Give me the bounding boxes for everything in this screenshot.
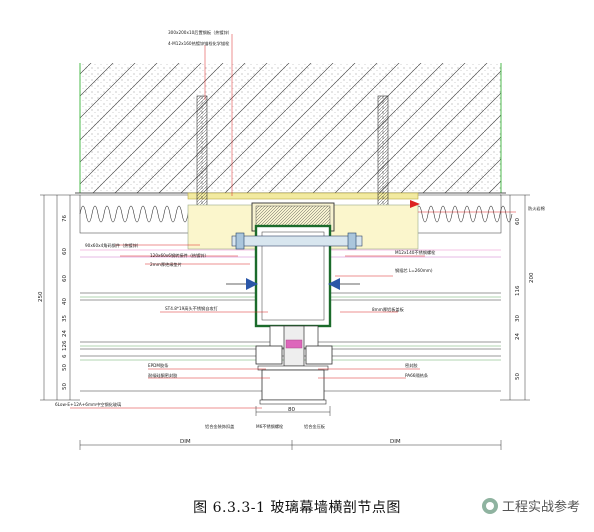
label-gasket: 8mm厚铝板盖板 xyxy=(372,306,405,313)
dim-right-value: 24 xyxy=(515,333,521,340)
left-dimension-lines xyxy=(40,194,80,401)
dim-mullion-width: 80 xyxy=(288,407,295,413)
dim-left-value: 60 xyxy=(62,248,68,255)
label-pa66: PA66隔热条 xyxy=(405,372,429,379)
angle-steel-brackets xyxy=(187,204,419,250)
right-dimension-values: 60 116 30 24 50 200 xyxy=(515,218,535,380)
label-self-tap: ST4.8*19高头不锈钢自攻钉 xyxy=(165,305,219,312)
anchor-bolt-right xyxy=(377,95,389,212)
bottom-dimension-lines xyxy=(79,406,502,450)
wechat-logo-icon xyxy=(481,497,498,514)
steel-mullion xyxy=(251,202,335,328)
flag-marker-icon xyxy=(410,200,420,208)
label-steel-tube-len: 钢插芯 L=260mm) xyxy=(395,267,433,274)
dim-left-value: 60 xyxy=(62,275,68,282)
anchor-bolt-left xyxy=(196,95,208,212)
dim-right-total: 200 xyxy=(529,272,535,283)
self-tapping-screws xyxy=(226,278,360,290)
label-m6-bolt: M6不锈钢螺栓 xyxy=(256,423,284,430)
dim-left-total: 250 xyxy=(38,291,44,302)
label-sealant: 密封胶 xyxy=(405,362,418,369)
figure-caption: 图 6.3.3-1 玻璃幕墙横剖节点图 xyxy=(193,500,401,516)
label-angle-steel: 90x60x4角码钢件（热镀锌） xyxy=(85,242,141,249)
watermark-text: 工程实战参考 xyxy=(501,500,580,515)
label-tube-steel: 120x60x6钢转接件（热镀锌） xyxy=(150,252,209,259)
label-glass: 6Low-E+12A+6mm中空钢化玻璃 xyxy=(55,401,121,408)
dim-right-value: 50 xyxy=(515,373,521,380)
concrete-wall xyxy=(75,63,506,194)
dim-left-value: 24 xyxy=(62,330,68,337)
dim-left-value: 40 xyxy=(62,298,68,305)
dim-span-left: DIM xyxy=(180,439,191,445)
label-isolation-pad: 2mm厚绝缘垫片 xyxy=(150,261,182,268)
dim-left-value: 6 xyxy=(62,354,68,358)
label-epdm: EPDM胶条 xyxy=(148,362,169,369)
dim-right-value: 60 xyxy=(515,218,521,225)
dim-left-value: 50 xyxy=(62,364,68,371)
dim-left-value: 50 xyxy=(62,383,68,390)
label-embed-plate: 300x200x10后置钢板（热镀锌） xyxy=(168,29,232,36)
dim-left-value: 12 xyxy=(62,344,68,351)
label-anchor-bolt: 4-M12x160热镀锌锚栓化学锚栓 xyxy=(168,40,230,47)
label-pad-glass: 耐候硅酮密封胶 xyxy=(148,372,177,379)
label-al-plate: 铝合金压板 xyxy=(304,423,326,430)
dim-span-right: DIM xyxy=(390,439,401,445)
aluminium-frame xyxy=(255,325,333,405)
label-bolt-m12: M12x140不锈钢螺栓 xyxy=(395,249,436,256)
right-dimension-lines xyxy=(500,194,530,401)
watermark: 工程实战参考 xyxy=(481,496,580,515)
dim-left-value: 76 xyxy=(62,215,68,222)
embed-plate xyxy=(187,192,419,200)
dim-right-value: 30 xyxy=(515,315,521,322)
label-al-cover: 铝合金装饰扣盖 xyxy=(205,423,234,430)
m12-through-bolt xyxy=(231,232,363,250)
leader-lines xyxy=(70,34,516,409)
dim-left-value: 6 xyxy=(62,340,68,344)
label-firestop: 防火岩棉 xyxy=(528,205,545,212)
dim-right-value: 116 xyxy=(515,285,521,296)
dim-left-value: 35 xyxy=(62,315,68,322)
